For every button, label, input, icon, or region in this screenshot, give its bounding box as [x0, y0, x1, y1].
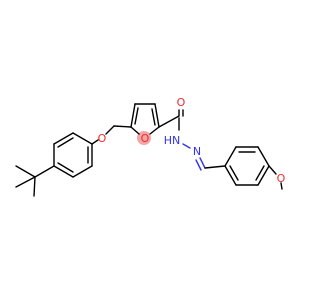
furan-ring	[130, 103, 160, 135]
structure-drawing: O O O HN N	[15, 96, 286, 197]
hydrazide-nh-label: HN	[164, 134, 181, 147]
tert-butyl-group	[15, 165, 55, 197]
furan-oxygen-highlight	[137, 131, 151, 145]
methoxy-group	[268, 165, 283, 190]
ether-oxygen-label: O	[98, 132, 107, 145]
ether-linkage	[91, 125, 115, 145]
methoxy-oxygen-label: O	[277, 172, 286, 185]
left-benzene-ring	[53, 132, 93, 178]
n-n-bond	[182, 143, 191, 149]
carbonyl-group	[158, 109, 184, 128]
imine-nitrogen-label: N	[193, 145, 201, 158]
furan-oxygen-label: O	[141, 132, 150, 145]
molecule-canvas: O O O HN N	[15, 96, 286, 197]
right-benzene-ring	[224, 146, 270, 186]
methylene-bond	[113, 125, 132, 128]
benzylidene-bond	[204, 165, 226, 169]
imine-double-bond	[195, 157, 206, 171]
carbonyl-oxygen-label: O	[177, 96, 186, 109]
